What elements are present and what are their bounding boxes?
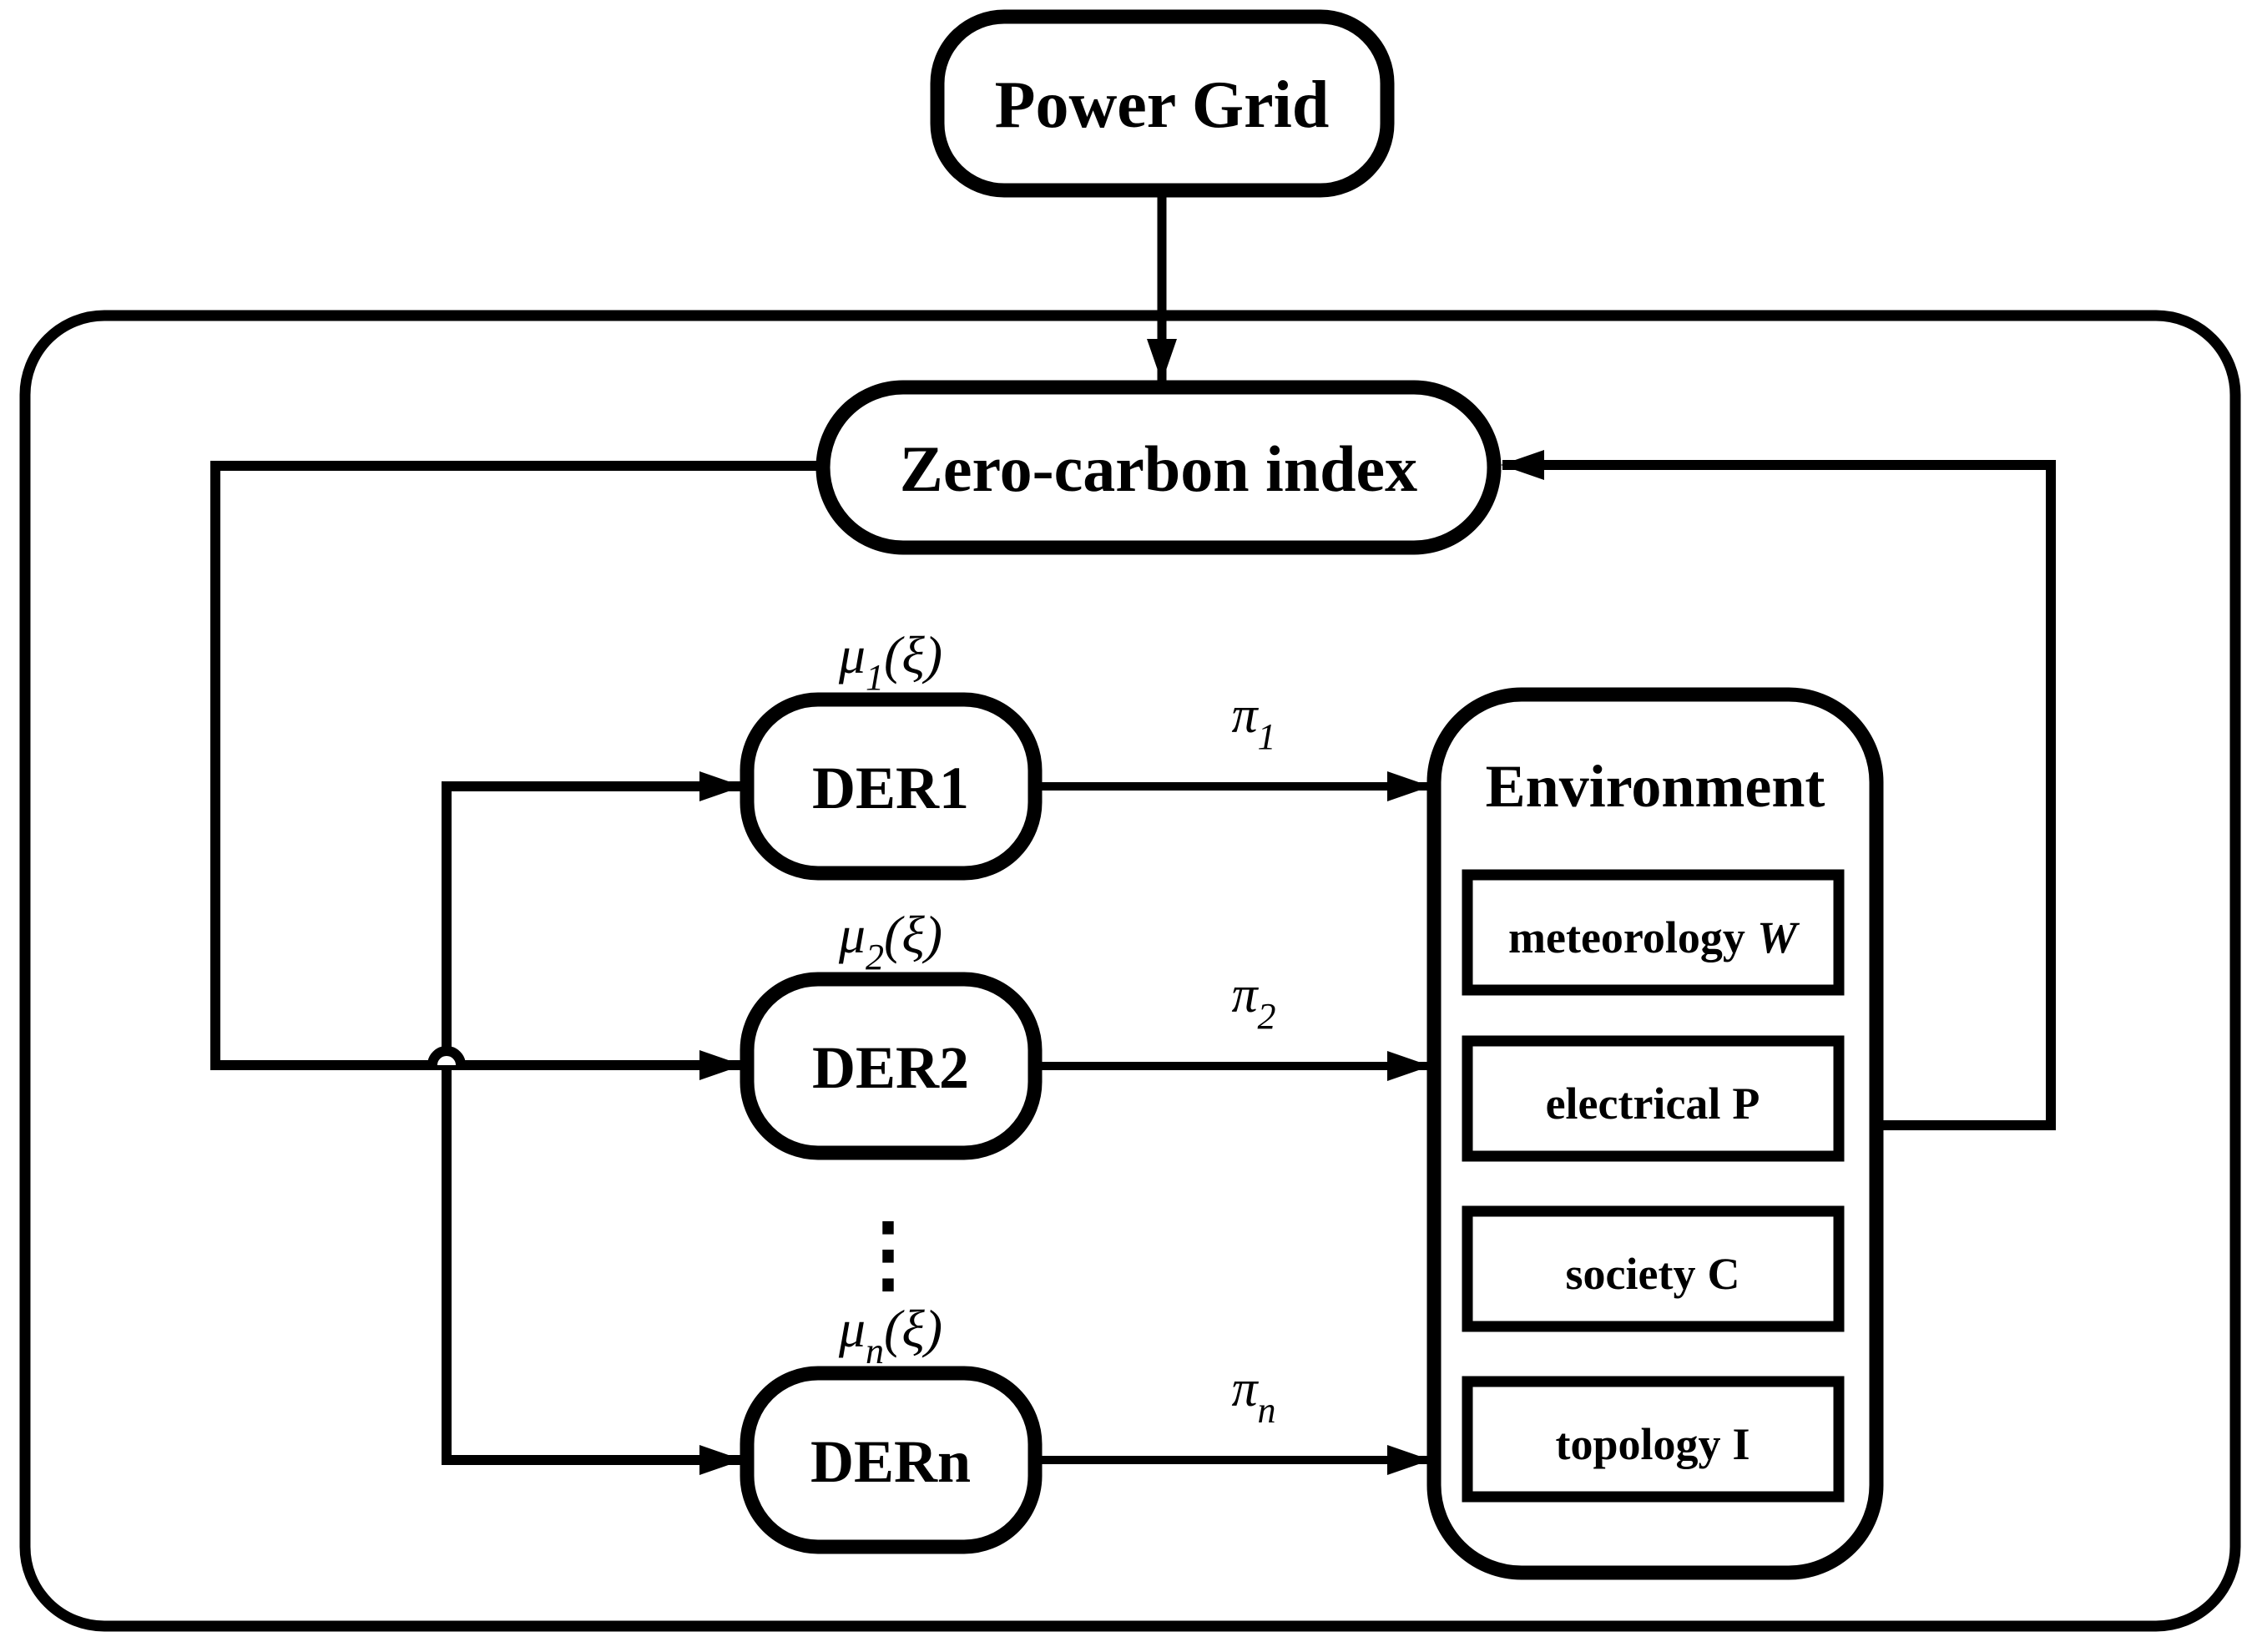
bus-to-dern: [442, 1065, 743, 1475]
pi2-label: π2: [1231, 967, 1275, 1037]
der1-node: [740, 692, 1043, 881]
power-grid-label: Power Grid: [995, 68, 1330, 142]
env-item-electrical-box: [1462, 1035, 1845, 1162]
ellipsis-dots: ⋮: [846, 1208, 930, 1301]
zero-carbon-node: [815, 380, 1502, 555]
der1-label: DER1: [812, 755, 969, 821]
bus-to-der1: [442, 771, 743, 1065]
env-item-meteorology-box: [1462, 869, 1845, 996]
pi1-label: π1: [1231, 687, 1275, 757]
pin-label: πn: [1231, 1361, 1275, 1431]
zero-carbon-label: Zero-carbon index: [900, 432, 1417, 505]
mu2-label: μ2(ξ): [838, 905, 942, 978]
mun-label: μn(ξ): [838, 1299, 942, 1372]
loop-index-to-der2: [210, 461, 823, 1080]
feedback-environment-to-index: [1501, 450, 2056, 1130]
dern-node: [740, 1366, 1043, 1554]
der2-node: [740, 972, 1043, 1160]
env-item-topology-box: [1462, 1376, 1845, 1503]
der2-label: DER2: [812, 1034, 969, 1101]
environment-title: Environment: [1486, 753, 1825, 820]
dern-label: DERn: [810, 1428, 971, 1495]
outer-frame: [19, 310, 2241, 1632]
env-item-society-box: [1462, 1205, 1845, 1332]
junction-hop: [427, 1046, 466, 1066]
mu1-label: μ1(ξ): [838, 625, 942, 698]
power-grid-node: [930, 9, 1395, 198]
